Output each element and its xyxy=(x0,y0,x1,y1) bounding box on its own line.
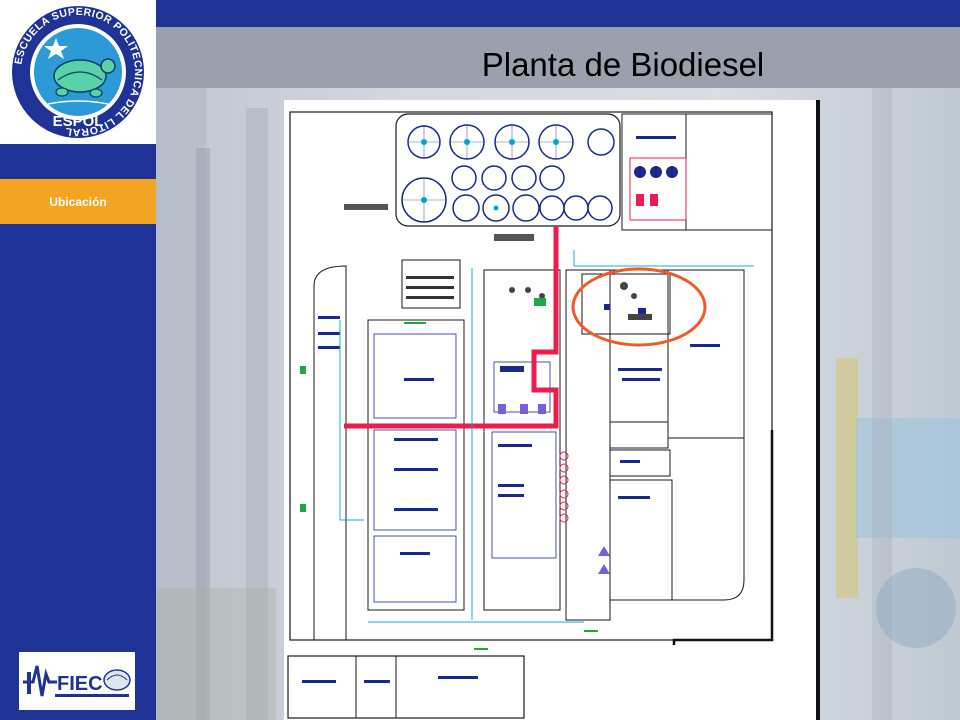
fiec-logo: FIEC xyxy=(19,652,135,710)
plant-layout-plan xyxy=(284,100,820,720)
page-title: Planta de Biodiesel xyxy=(481,46,765,83)
title-band xyxy=(156,27,960,88)
espol-logo-text: ESPOL xyxy=(53,113,104,130)
header-bar xyxy=(156,0,960,27)
espol-logo: ESCUELA SUPERIOR POLITECNICA DEL LITORAL… xyxy=(0,0,156,144)
biodiesel-route xyxy=(344,226,559,429)
nav-item-ubicacion[interactable]: Ubicación xyxy=(0,179,156,224)
fiec-logo-text: FIEC xyxy=(57,673,103,695)
highlight-circle xyxy=(571,267,707,347)
tank-row-middle xyxy=(451,165,565,191)
